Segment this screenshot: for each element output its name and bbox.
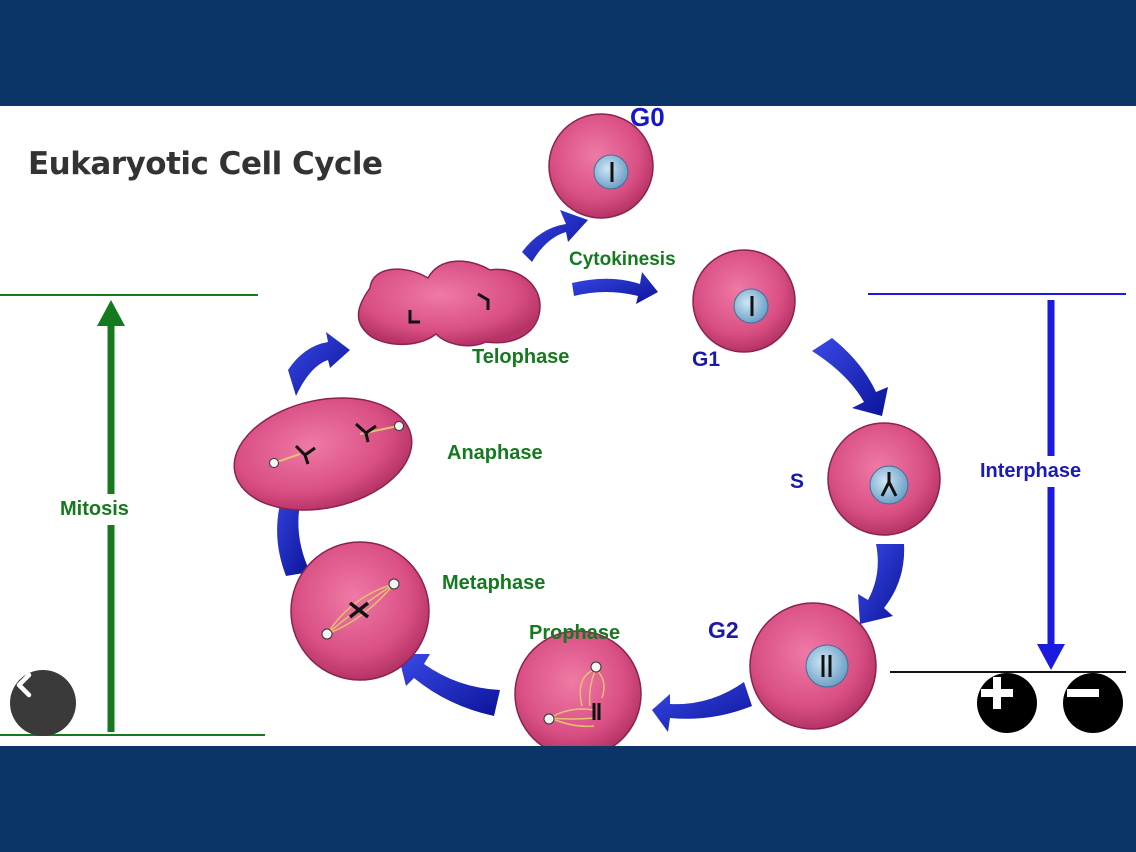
label-prophase: Prophase <box>529 622 621 644</box>
zoom-out-button[interactable] <box>1063 673 1123 733</box>
diagram-title: Eukaryotic Cell Cycle <box>28 146 383 182</box>
label-telophase: Telophase <box>472 346 570 368</box>
arrow-to-g2 <box>858 544 905 624</box>
label-metaphase: Metaphase <box>442 572 546 594</box>
label-g1: G1 <box>692 348 721 371</box>
label-cytokinesis: Cytokinesis <box>569 249 676 270</box>
cell-anaphase <box>233 397 413 511</box>
bottom-frame-bar <box>0 746 1136 852</box>
arrow-to-g0 <box>522 210 588 262</box>
plus-icon <box>981 677 1013 709</box>
cell-prophase <box>514 630 642 746</box>
arrow-to-s <box>812 338 888 416</box>
diagram-slide: Eukaryotic Cell Cycle G0 Cytokinesis G1 … <box>0 106 1136 746</box>
arrow-to-telophase <box>288 332 350 396</box>
cell-telophase <box>357 260 541 347</box>
arrow-to-metaphase <box>398 654 500 716</box>
arrow-to-g1 <box>572 272 658 304</box>
mitosis-bracket <box>0 294 265 736</box>
label-interphase: Interphase <box>980 456 1082 487</box>
chevron-left-icon <box>16 672 32 698</box>
cell-g1 <box>692 249 796 353</box>
arrow-to-prophase <box>652 682 752 732</box>
cell-cycle-diagram <box>0 113 1126 746</box>
minus-icon <box>1067 689 1099 697</box>
interphase-arrowhead <box>1037 644 1065 670</box>
top-frame-bar <box>0 0 1136 106</box>
label-anaphase: Anaphase <box>447 442 543 464</box>
cell-s <box>827 422 941 536</box>
zoom-in-button[interactable] <box>977 673 1037 733</box>
label-g0: G0 <box>630 106 665 132</box>
back-button[interactable] <box>10 670 76 736</box>
cell-metaphase <box>290 541 430 681</box>
cell-g0 <box>548 113 654 219</box>
cell-g2 <box>749 602 877 730</box>
label-mitosis: Mitosis <box>60 494 129 525</box>
label-g2: G2 <box>708 617 739 643</box>
mitosis-arrowhead <box>97 300 125 326</box>
label-s: S <box>790 470 805 493</box>
